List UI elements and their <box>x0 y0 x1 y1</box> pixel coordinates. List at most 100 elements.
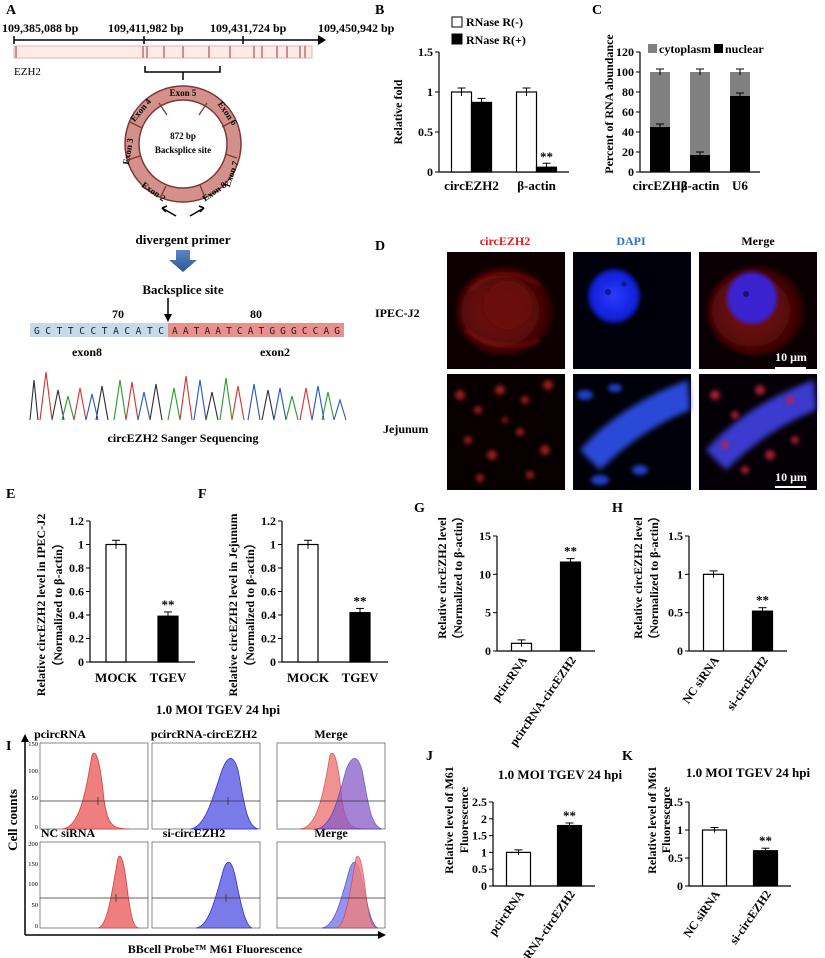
bar-cytoplasm <box>650 72 670 127</box>
x-tick-label: MOCK <box>287 670 330 685</box>
y-axis-label: Percent of RNA abundance <box>602 34 616 174</box>
bar <box>556 824 583 887</box>
bar-nuclear <box>690 155 710 172</box>
y-tick-label: 0.8 <box>261 561 276 575</box>
seq-pos-80: 80 <box>250 307 262 321</box>
x-tick-label: β-actin <box>517 178 556 193</box>
histogram-merge-1 <box>276 742 386 830</box>
x-tick-label: si-circEZH2 <box>727 888 774 947</box>
bar <box>701 829 728 887</box>
micrograph-jejunum-circezh2 <box>447 374 565 490</box>
exon-right: exon2 <box>260 345 290 359</box>
y-tick: 100 <box>28 768 38 775</box>
y-tick-label: 0 <box>677 879 683 893</box>
y-tick-label: 0.4 <box>261 608 276 622</box>
k-title: 1.0 MOI TGEV 24 hpi <box>686 765 811 780</box>
y-tick-label: 0.6 <box>69 585 84 599</box>
micrograph-ipec-dapi <box>573 252 691 369</box>
significance-mark: ** <box>540 149 553 164</box>
flow-label: Merge <box>314 727 348 741</box>
significance-mark: ** <box>564 544 577 559</box>
bar <box>515 91 538 173</box>
backsplice-pointer-head <box>164 314 172 322</box>
panel-letter: A <box>6 3 17 18</box>
panel-letter: K <box>622 749 633 764</box>
y-tick-label: 0.2 <box>69 632 84 646</box>
panel-letter: F <box>198 487 207 502</box>
y-tick-label: 1.5 <box>418 45 433 59</box>
exon-bracket <box>144 66 221 73</box>
panel-d: D circEZH2 DAPI Merge IPEC-J2 Jejunum 10… <box>375 234 817 490</box>
y-axis-label-2: （Normalized to β-actin） <box>646 510 661 646</box>
bar <box>702 573 725 652</box>
histogram-nc-sirna: 200 150 100 50 0 <box>28 841 149 930</box>
chart-h: 00.511.5NC siRNA**si-circEZH2 <box>668 529 787 713</box>
y-axis-label: Relative level of M61 <box>442 766 456 874</box>
y-tick: 50 <box>32 795 39 802</box>
histogram-merge-2 <box>276 841 386 929</box>
y-tick-label: 0.6 <box>261 585 276 599</box>
flow-y-label: Cell counts <box>5 789 20 851</box>
x-tick-label: β-actin <box>681 178 720 193</box>
y-tick: 150 <box>28 741 38 748</box>
ring-dividers <box>127 102 238 199</box>
y-tick-label: 1.5 <box>668 795 683 809</box>
legend-rnase-plus: RNase R(+) <box>466 33 526 47</box>
x-tick-label: U6 <box>732 178 748 193</box>
scale-label: 10 μm <box>775 470 807 484</box>
panel-letter: I <box>6 739 11 754</box>
legend-swatch-rnase-minus <box>451 16 463 28</box>
y-tick: 100 <box>28 881 38 888</box>
backsplice-label: Backsplice site <box>142 282 223 297</box>
x-tick-label: pcircRNA <box>486 887 527 938</box>
bar <box>105 543 127 663</box>
y-tick-label: 0.8 <box>69 561 84 575</box>
legend-cytoplasm: cytoplasm <box>659 42 711 56</box>
histogram-pcircrna: 150 100 50 0 <box>28 741 149 831</box>
y-tick-label: 1 <box>427 85 433 99</box>
coord-1: 109,385,088 bp <box>2 21 79 35</box>
y-tick: 0 <box>35 923 38 930</box>
scale-label: 10 μm <box>775 350 807 364</box>
significance-mark: ** <box>563 808 576 823</box>
row-ipec-j2: IPEC-J2 <box>375 306 420 320</box>
y-axis-label: Relative circEZH2 level <box>631 516 645 638</box>
x-tick-label: NC siRNA <box>680 887 723 940</box>
panel-letter: B <box>375 3 384 18</box>
y-tick-label: 0 <box>677 644 683 658</box>
panel-letter: C <box>592 3 602 18</box>
y-tick-label: 2 <box>481 812 487 826</box>
column-circezh2: circEZH2 <box>480 234 530 248</box>
bar <box>559 561 582 652</box>
y-axis-label-2: （Normalized to β-actin） <box>450 510 465 646</box>
y-tick-label: 0.5 <box>418 125 433 139</box>
panel-f: F Relative circEZH2 level in Jejunum （No… <box>198 487 388 697</box>
legend-swatch-nuclear <box>714 44 723 53</box>
panel-e: E Relative circEZH2 level in IPEC-J2 （No… <box>6 487 195 696</box>
bar <box>752 850 779 887</box>
bar <box>505 851 532 887</box>
circle-site: Backsplice site <box>155 145 211 155</box>
y-tick-label: 40 <box>622 125 634 139</box>
panel-letter: G <box>414 501 425 516</box>
bar <box>470 101 493 173</box>
flow-label: si-circEZH2 <box>163 826 225 840</box>
primer-arrowhead <box>161 205 168 213</box>
x-tick-label: TGEV <box>150 670 187 685</box>
coord-2: 109,411,982 bp <box>108 21 184 35</box>
y-axis-label-2: （Normalized to β-actin） <box>50 537 65 673</box>
flow-label: pcircRNA <box>34 727 86 741</box>
primer-arrowhead <box>198 205 205 213</box>
panel-a: A 109,385,088 bp 109,411,982 bp 109,431,… <box>2 3 395 445</box>
y-tick-label: 1 <box>270 538 276 552</box>
panel-c: C cytoplasm nuclear Percent of RNA abund… <box>592 3 764 193</box>
y-tick-label: 10 <box>479 567 491 581</box>
bar-cytoplasm <box>730 72 750 96</box>
y-tick-label: 100 <box>616 65 634 79</box>
flow-label: Merge <box>314 826 348 840</box>
y-tick-label: 2.5 <box>472 795 487 809</box>
